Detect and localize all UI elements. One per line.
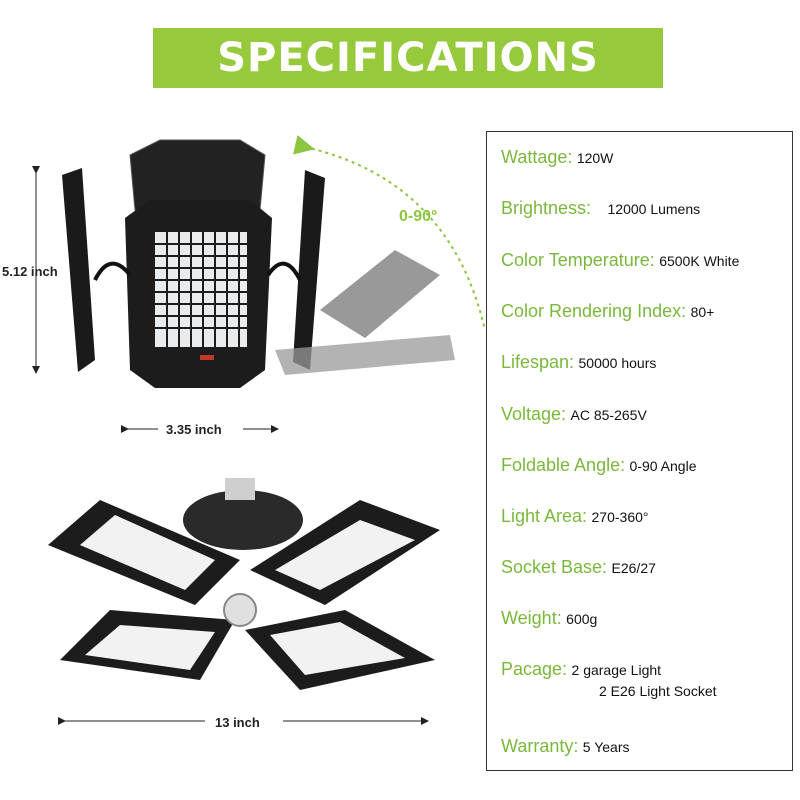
spec-key: Color Temperature: — [501, 250, 655, 270]
spec-lifespan: Lifespan: 50000 hours — [501, 352, 656, 373]
height-dimension-label: 5.12 inch — [2, 264, 58, 279]
spec-key: Lifespan: — [501, 352, 575, 372]
spec-key: Socket Base: — [501, 557, 608, 577]
fold-angle-label: 0-90° — [399, 208, 438, 225]
specification-list: Wattage: 120W Brightness: 12000 Lumens C… — [486, 131, 793, 771]
spec-warranty: Warranty: 5 Years — [501, 736, 630, 757]
spec-brightness: Brightness: 12000 Lumens — [501, 198, 700, 219]
spec-value-line-2: 2 E26 Light Socket — [599, 683, 717, 699]
product-illustration — [32, 135, 485, 725]
width-dimension-label: 3.35 inch — [166, 422, 222, 437]
spec-socket-base: Socket Base: E26/27 — [501, 557, 656, 578]
spec-value: 6500K White — [659, 253, 740, 269]
specifications-banner: SPECIFICATIONS — [153, 28, 663, 88]
top-view-lamp — [48, 478, 440, 690]
span-dimension-label: 13 inch — [215, 715, 260, 730]
spec-key: Light Area: — [501, 506, 588, 526]
spec-value: 5 Years — [582, 739, 630, 755]
spec-key: Pacage: — [501, 659, 568, 679]
spec-value: 270-360° — [591, 509, 649, 525]
spec-value: 50000 hours — [578, 355, 657, 371]
spec-weight: Weight: 600g — [501, 608, 597, 629]
spec-light-area: Light Area: 270-360° — [501, 506, 649, 527]
spec-value: AC 85-265V — [570, 407, 647, 423]
spec-key: Brightness: — [501, 198, 592, 218]
spec-color-temperature: Color Temperature: 6500K White — [501, 250, 739, 271]
spec-value: 80+ — [690, 304, 715, 320]
spec-value: 2 garage Light — [571, 662, 662, 678]
side-view-lamp — [62, 139, 455, 388]
spec-value: 600g — [566, 611, 598, 627]
spec-foldable-angle: Foldable Angle: 0-90 Angle — [501, 455, 697, 476]
spec-key: Weight: — [501, 608, 562, 628]
spec-package: Pacage: 2 garage Light 2 E26 Light Socke… — [501, 659, 717, 699]
spec-key: Wattage: — [501, 147, 573, 167]
spec-value: 0-90 Angle — [629, 458, 697, 474]
spec-wattage: Wattage: 120W — [501, 147, 613, 168]
spec-value: E26/27 — [611, 560, 656, 576]
spec-key: Color Rendering Index: — [501, 301, 687, 321]
spec-voltage: Voltage: AC 85-265V — [501, 404, 647, 425]
spec-value: 120W — [576, 150, 614, 166]
spec-key: Voltage: — [501, 404, 567, 424]
spec-color-rendering-index: Color Rendering Index: 80+ — [501, 301, 714, 322]
banner-title: SPECIFICATIONS — [217, 35, 599, 81]
spec-key: Foldable Angle: — [501, 455, 626, 475]
spec-key: Warranty: — [501, 736, 579, 756]
spec-value: 12000 Lumens — [607, 201, 701, 217]
angle-arc — [293, 135, 485, 331]
